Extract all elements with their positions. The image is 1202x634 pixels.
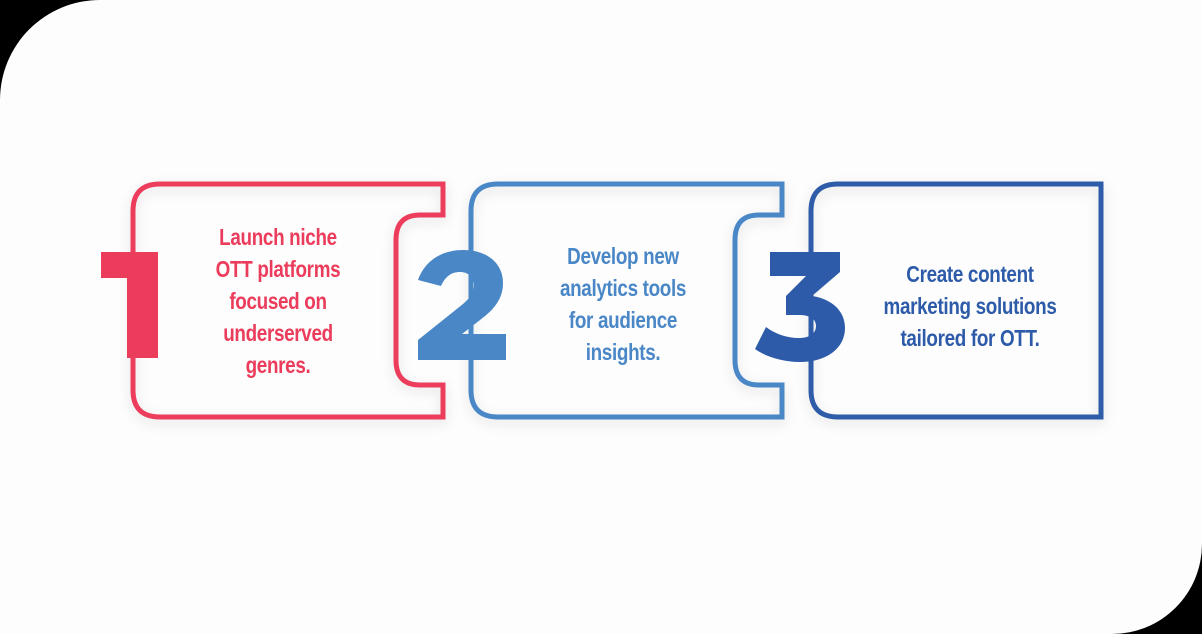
step-2-line: for audience: [568, 307, 678, 333]
step-1-line: genres.: [245, 352, 311, 378]
step-3-text: Create content marketing solutions tailo…: [872, 258, 1069, 354]
step-2-line: analytics tools: [559, 275, 687, 301]
step-1-text: Launch niche OTT platforms focused on un…: [188, 221, 368, 381]
step-3-frame: [808, 181, 1104, 420]
step-2-text: Develop new analytics tools for audience…: [533, 240, 713, 368]
step-1-line: underserved: [223, 320, 333, 346]
numeral-2-icon: [418, 250, 506, 360]
step-1-line: Launch niche: [219, 224, 337, 250]
step-3-line: tailored for OTT.: [900, 325, 1040, 351]
numeral-1-icon: [101, 252, 158, 358]
step-1-frame: [130, 181, 446, 420]
step-2-line: insights.: [585, 339, 661, 365]
step-1-line: focused on: [229, 288, 327, 314]
step-1-line: OTT platforms: [215, 256, 341, 282]
step-3-line: marketing solutions: [883, 293, 1057, 319]
step-3-line: Create content: [906, 261, 1034, 287]
numeral-3-icon: [755, 252, 845, 362]
step-2-frame: [468, 181, 785, 420]
step-2-line: Develop new: [567, 243, 679, 269]
